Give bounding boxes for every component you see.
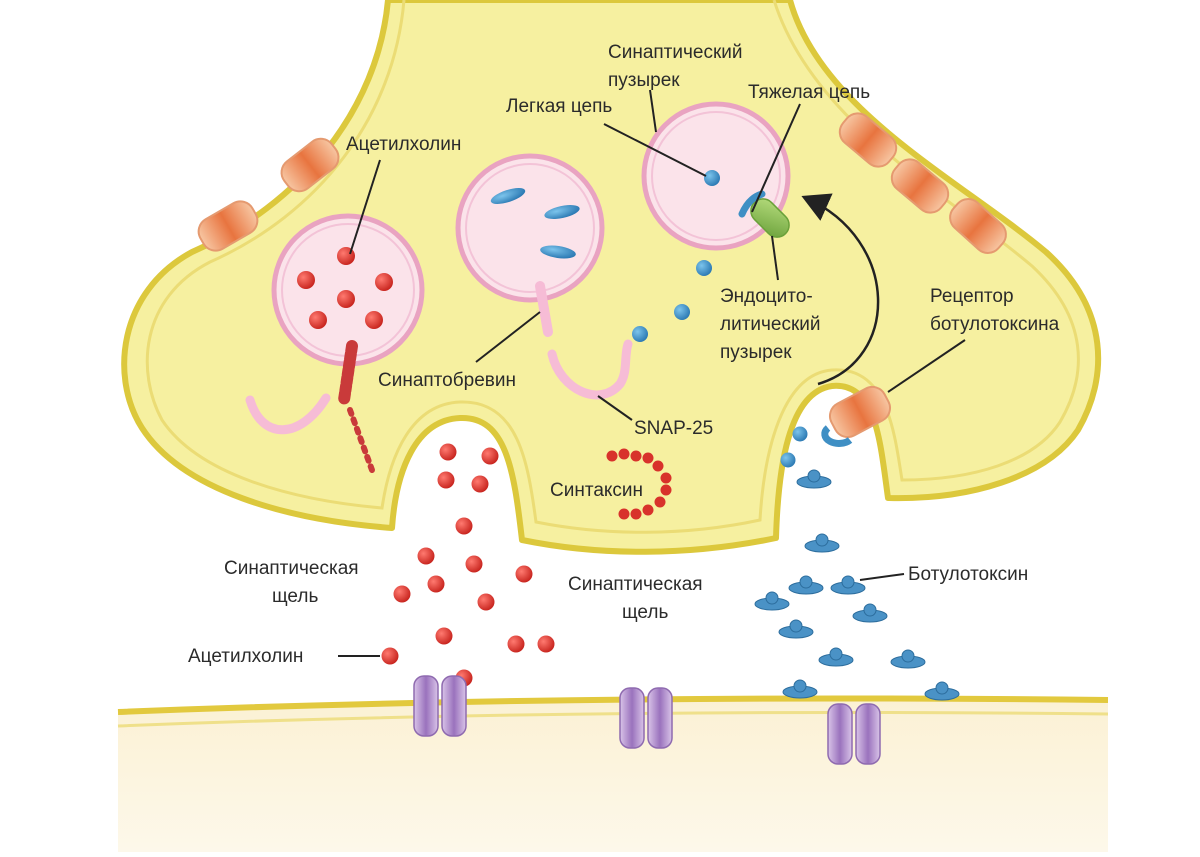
toxin-receptors [197, 112, 1007, 439]
label-endocytic-1: Эндоцито- [720, 286, 813, 307]
label-snap25: SNAP-25 [634, 418, 713, 439]
labels: Синаптический пузырек Легкая цепь Тяжела… [188, 42, 1060, 667]
label-heavy-chain: Тяжелая цепь [748, 82, 870, 103]
receptor-protein [280, 137, 340, 193]
snare-complex-left [245, 340, 375, 473]
label-synaptobrevin: Синаптобревин [378, 370, 516, 391]
label-receptor-2: ботулотоксина [930, 314, 1060, 335]
botulinum-toxin-molecules [754, 425, 960, 701]
label-light-chain: Легкая цепь [506, 96, 612, 117]
acetylcholine-receptor [827, 703, 881, 765]
label-botulotoxin: Ботулотоксин [908, 564, 1028, 585]
label-syntaxin: Синтаксин [550, 480, 643, 501]
label-endocytic-3: пузырек [720, 342, 792, 363]
label-synaptic-vesicle-1: Синаптический [608, 42, 743, 63]
receptor-protein [949, 198, 1007, 254]
leader-lines [338, 89, 966, 657]
light-chain-dot [704, 170, 720, 186]
endocytic-vesicle [750, 198, 790, 238]
receptor-protein [838, 112, 898, 168]
free-light-chains [632, 260, 712, 342]
syntaxin-chain [606, 448, 672, 520]
label-cleft-mid-2: щель [622, 602, 668, 623]
receptor-protein-bound [828, 385, 892, 439]
label-cleft-mid-1: Синаптическая [568, 574, 703, 595]
label-cleft-left-2: щель [272, 586, 318, 607]
label-acetylcholine-bottom: Ацетилхолин [188, 646, 303, 667]
label-acetylcholine-top: Ацетилхолин [346, 134, 461, 155]
label-endocytic-2: литический [720, 314, 821, 335]
postsynaptic-receptors [413, 675, 881, 765]
endocytosis-arrow [801, 193, 880, 386]
acetylcholine-receptor [413, 675, 467, 737]
label-cleft-left-1: Синаптическая [224, 558, 359, 579]
postsynaptic-membrane [117, 695, 1109, 852]
acetylcholine-receptor [619, 687, 673, 749]
label-synaptic-vesicle-2: пузырек [608, 70, 680, 91]
receptor-protein [890, 158, 950, 214]
label-receptor-1: Рецептор [930, 286, 1014, 307]
snap25-protein [547, 339, 633, 400]
receptor-protein [197, 200, 259, 252]
synaptic-vesicle-middle [455, 153, 605, 337]
